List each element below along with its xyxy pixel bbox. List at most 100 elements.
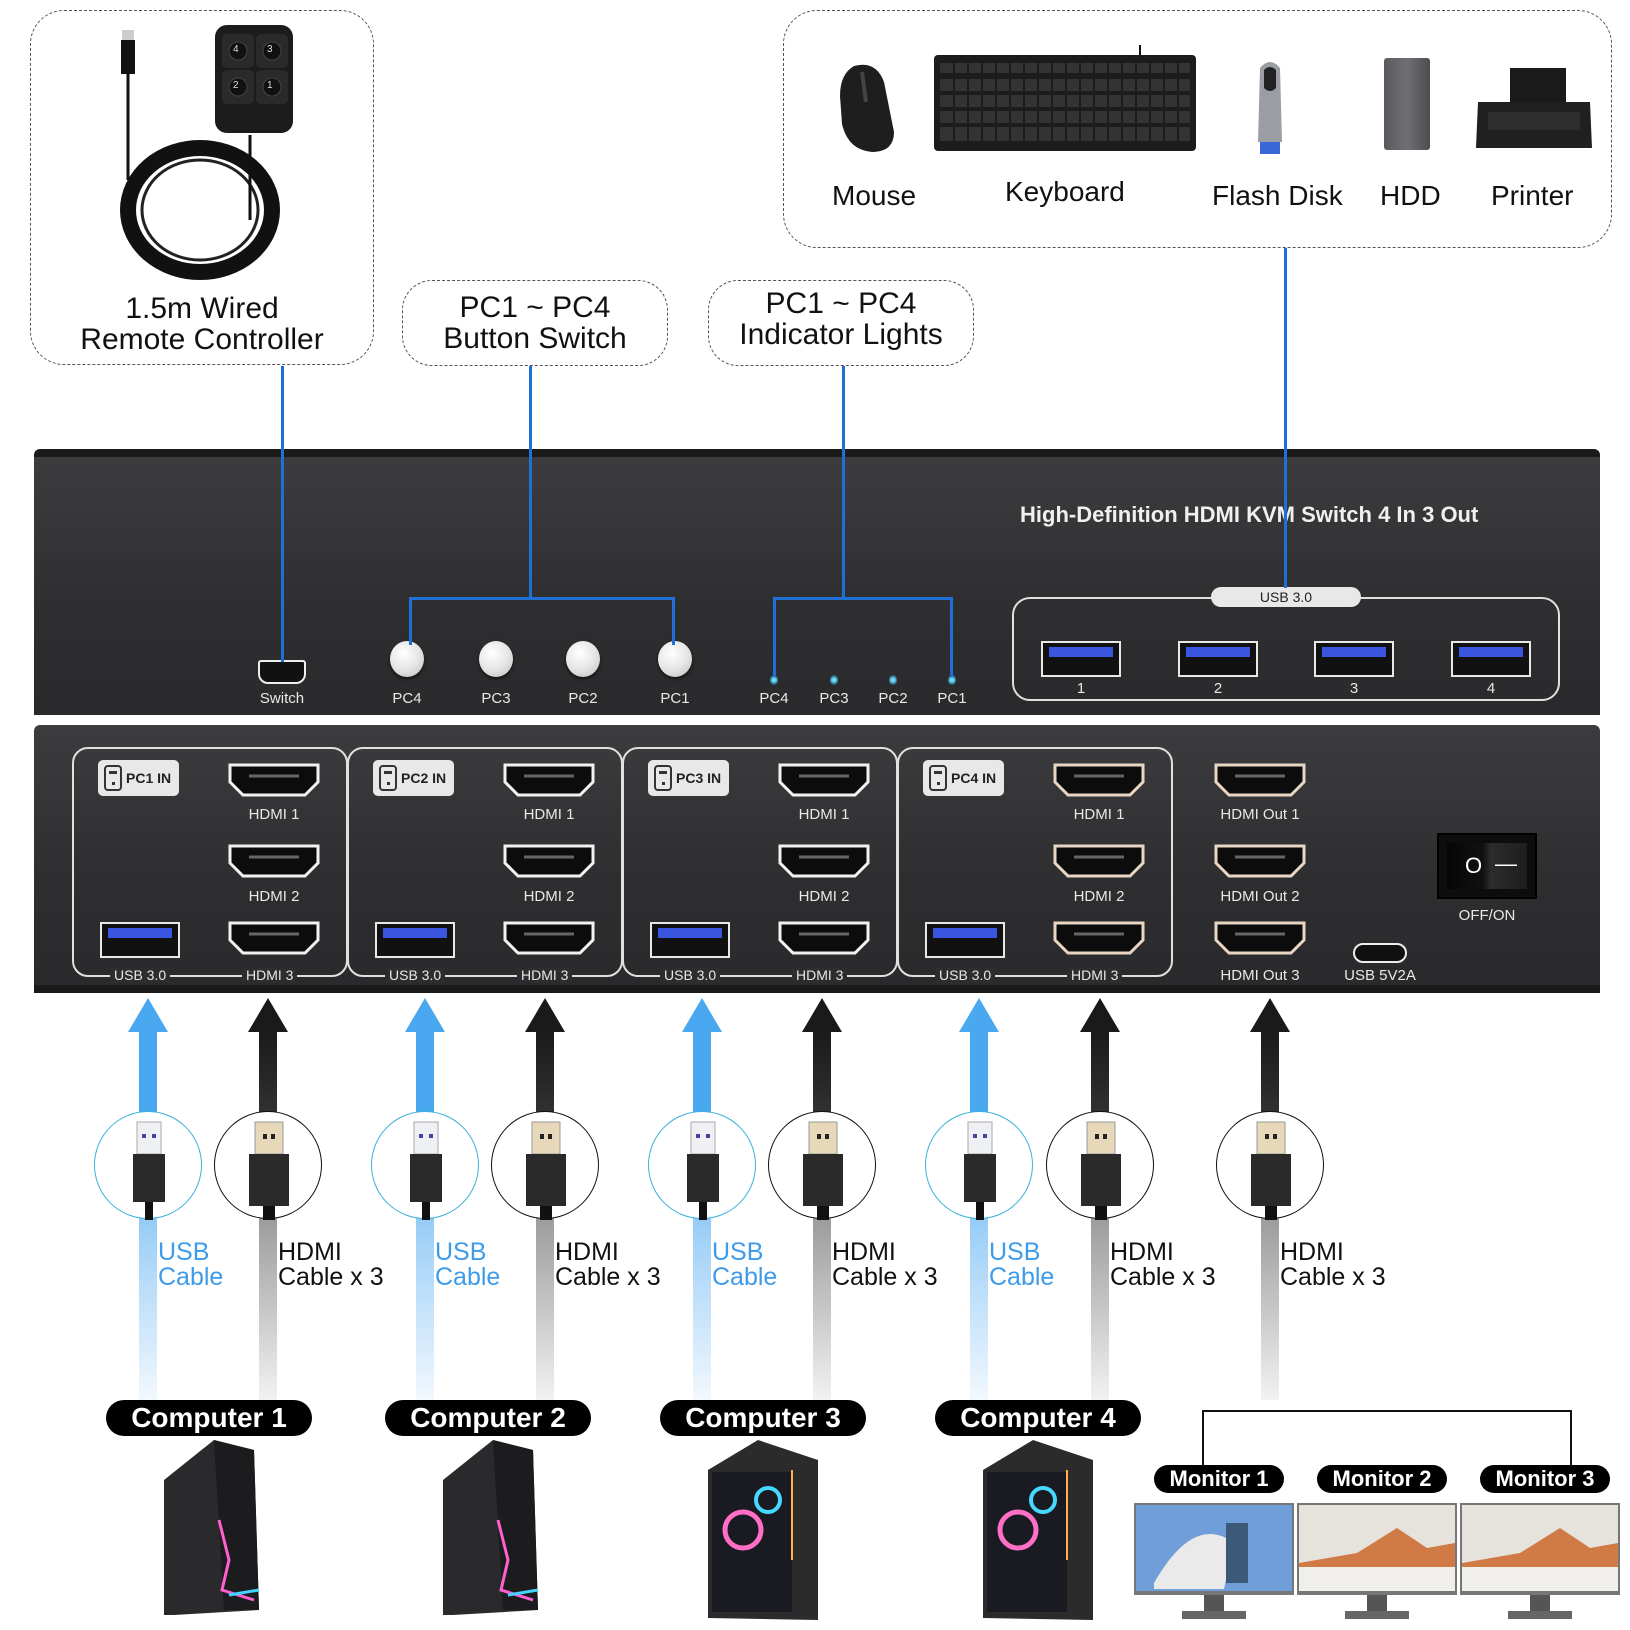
hdmi-arrow-head-1 (248, 998, 288, 1032)
front-usb-port-4[interactable] (1451, 641, 1531, 677)
hdmi-cable-line2: Cable x 3 (555, 1263, 661, 1291)
computer-tower-icon (654, 765, 672, 791)
hdmi-out-1-port[interactable] (1213, 762, 1307, 798)
indicators-leader-line (842, 366, 845, 600)
hdmi-out-3-port[interactable] (1213, 920, 1307, 956)
pc1-button[interactable] (658, 641, 692, 677)
remote-switch-port[interactable] (258, 660, 306, 684)
usb-cable-line2: Cable (435, 1263, 501, 1291)
pc3-button[interactable] (479, 641, 513, 677)
front-usb-port-3[interactable] (1314, 641, 1394, 677)
pc4-hdmi-1-port[interactable] (1052, 762, 1146, 798)
usb-cable-line1: USB (435, 1238, 487, 1266)
usb-cable-line1: USB (989, 1238, 1041, 1266)
computer-1-tower-icon (134, 1440, 274, 1625)
usb-cable-label-4: USB Cable (989, 1240, 1054, 1290)
peripheral-label-printer: Printer (1491, 180, 1574, 211)
remote-controller-callout (30, 10, 374, 365)
buttons-leader-right (672, 597, 675, 645)
pc1-in-label: PC1 IN (126, 770, 172, 786)
pc4-input-group (897, 747, 1173, 977)
pc3-in-label: PC3 IN (676, 770, 722, 786)
pc3-hdmi-1-label: HDMI 1 (798, 806, 850, 823)
pc4-indicator-led (770, 675, 778, 685)
pc4-hdmi-1-label: HDMI 1 (1073, 806, 1125, 823)
front-usb-label-1: 1 (1076, 680, 1086, 697)
usb-power-label: USB 5V2A (1344, 967, 1416, 984)
pc2-hdmi-2-label: HDMI 2 (523, 888, 575, 905)
remote-key-4: 4 (233, 44, 239, 55)
pc4-hdmi-3-port[interactable] (1052, 920, 1146, 956)
indicator-lights-callout (708, 280, 974, 366)
hdmi-cable-line2: Cable x 3 (1110, 1263, 1216, 1291)
hdmi-out-2-port[interactable] (1213, 843, 1307, 879)
hdmi-cable-line1: HDMI (1110, 1238, 1174, 1266)
usb-cable-line1: USB (712, 1238, 764, 1266)
usb-cable-label-3: USB Cable (712, 1240, 777, 1290)
pc2-hdmi-3-port[interactable] (502, 920, 596, 956)
hdmi-connector-4 (1046, 1111, 1154, 1220)
hdmi-out-3-label: HDMI Out 3 (1220, 967, 1300, 984)
pc1-usb-label: USB 3.0 (110, 967, 171, 983)
computer-2-tower-icon (413, 1440, 553, 1625)
hdmi-cable-line2: Cable x 3 (1280, 1263, 1386, 1291)
front-usb-port-2[interactable] (1178, 641, 1258, 677)
pc3-hdmi-2-port[interactable] (777, 843, 871, 879)
pc1-usb-port[interactable] (100, 922, 180, 958)
pc3-hdmi-2-label: HDMI 2 (798, 888, 850, 905)
pc3-usb-port[interactable] (650, 922, 730, 958)
usb-cable-line2: Cable (712, 1263, 778, 1291)
monitor-3-label: Monitor 3 (1480, 1465, 1610, 1493)
usb-c-power-port[interactable] (1353, 943, 1407, 963)
front-usb-label-4: 4 (1486, 680, 1496, 697)
pc3-hdmi-3-port[interactable] (777, 920, 871, 956)
pc2-usb-port[interactable] (375, 922, 455, 958)
button-switch-line1: PC1 ~ PC4 (459, 291, 611, 324)
button-switch-callout (402, 280, 668, 366)
computer-tower-icon (104, 765, 122, 791)
remote-key-2: 2 (233, 80, 239, 91)
pc3-in-tag: PC3 IN (648, 760, 730, 796)
monitor-3-icon (1460, 1503, 1620, 1623)
pc4-usb-label: USB 3.0 (935, 967, 996, 983)
power-switch[interactable]: O — (1437, 833, 1537, 899)
pc2-usb-label: USB 3.0 (385, 967, 446, 983)
front-usb-port-1[interactable] (1041, 641, 1121, 677)
monitor-2-label: Monitor 2 (1317, 1465, 1447, 1493)
hdmi-connector-3 (768, 1111, 876, 1220)
peripherals-callout (783, 10, 1612, 248)
pc3-hdmi-3-label: HDMI 3 (792, 967, 848, 983)
pc4-hdmi-2-port[interactable] (1052, 843, 1146, 879)
pc1-button-label: PC1 (660, 690, 690, 707)
indicators-leader-left (773, 597, 776, 677)
usb-connector-4 (925, 1111, 1033, 1220)
pc1-hdmi-2-label: HDMI 2 (248, 888, 300, 905)
printer-icon (1474, 68, 1594, 160)
pc2-button[interactable] (566, 641, 600, 677)
indicators-leader-right (950, 597, 953, 677)
hdmi-cable-label-3: HDMI Cable x 3 (832, 1240, 938, 1290)
buttons-leader-left (409, 597, 412, 645)
pc1-hdmi-2-port[interactable] (227, 843, 321, 879)
pc3-hdmi-1-port[interactable] (777, 762, 871, 798)
hdmi-arrow-head-5 (1250, 998, 1290, 1032)
usb-connector-1 (94, 1111, 202, 1220)
pc2-hdmi-2-port[interactable] (502, 843, 596, 879)
usb-cable-line2: Cable (989, 1263, 1055, 1291)
pc1-hdmi-1-port[interactable] (227, 762, 321, 798)
pc4-usb-port[interactable] (925, 922, 1005, 958)
pc1-hdmi-3-label: HDMI 3 (242, 967, 298, 983)
usb-cable-line1: USB (158, 1238, 210, 1266)
usb-cable-line2: Cable (158, 1263, 224, 1291)
pc2-in-tag: PC2 IN (373, 760, 455, 796)
pc1-hdmi-3-port[interactable] (227, 920, 321, 956)
pc4-button[interactable] (390, 641, 424, 677)
pc2-hdmi-3-label: HDMI 3 (517, 967, 573, 983)
pc2-hdmi-1-port[interactable] (502, 762, 596, 798)
usb-arrow-head-1 (128, 998, 168, 1032)
hdd-icon (1384, 58, 1430, 150)
indicators-leader-bar (773, 597, 953, 600)
hdmi-cable-label-2: HDMI Cable x 3 (555, 1240, 661, 1290)
pc4-indicator-label: PC4 (759, 690, 789, 707)
pc2-button-label: PC2 (568, 690, 598, 707)
